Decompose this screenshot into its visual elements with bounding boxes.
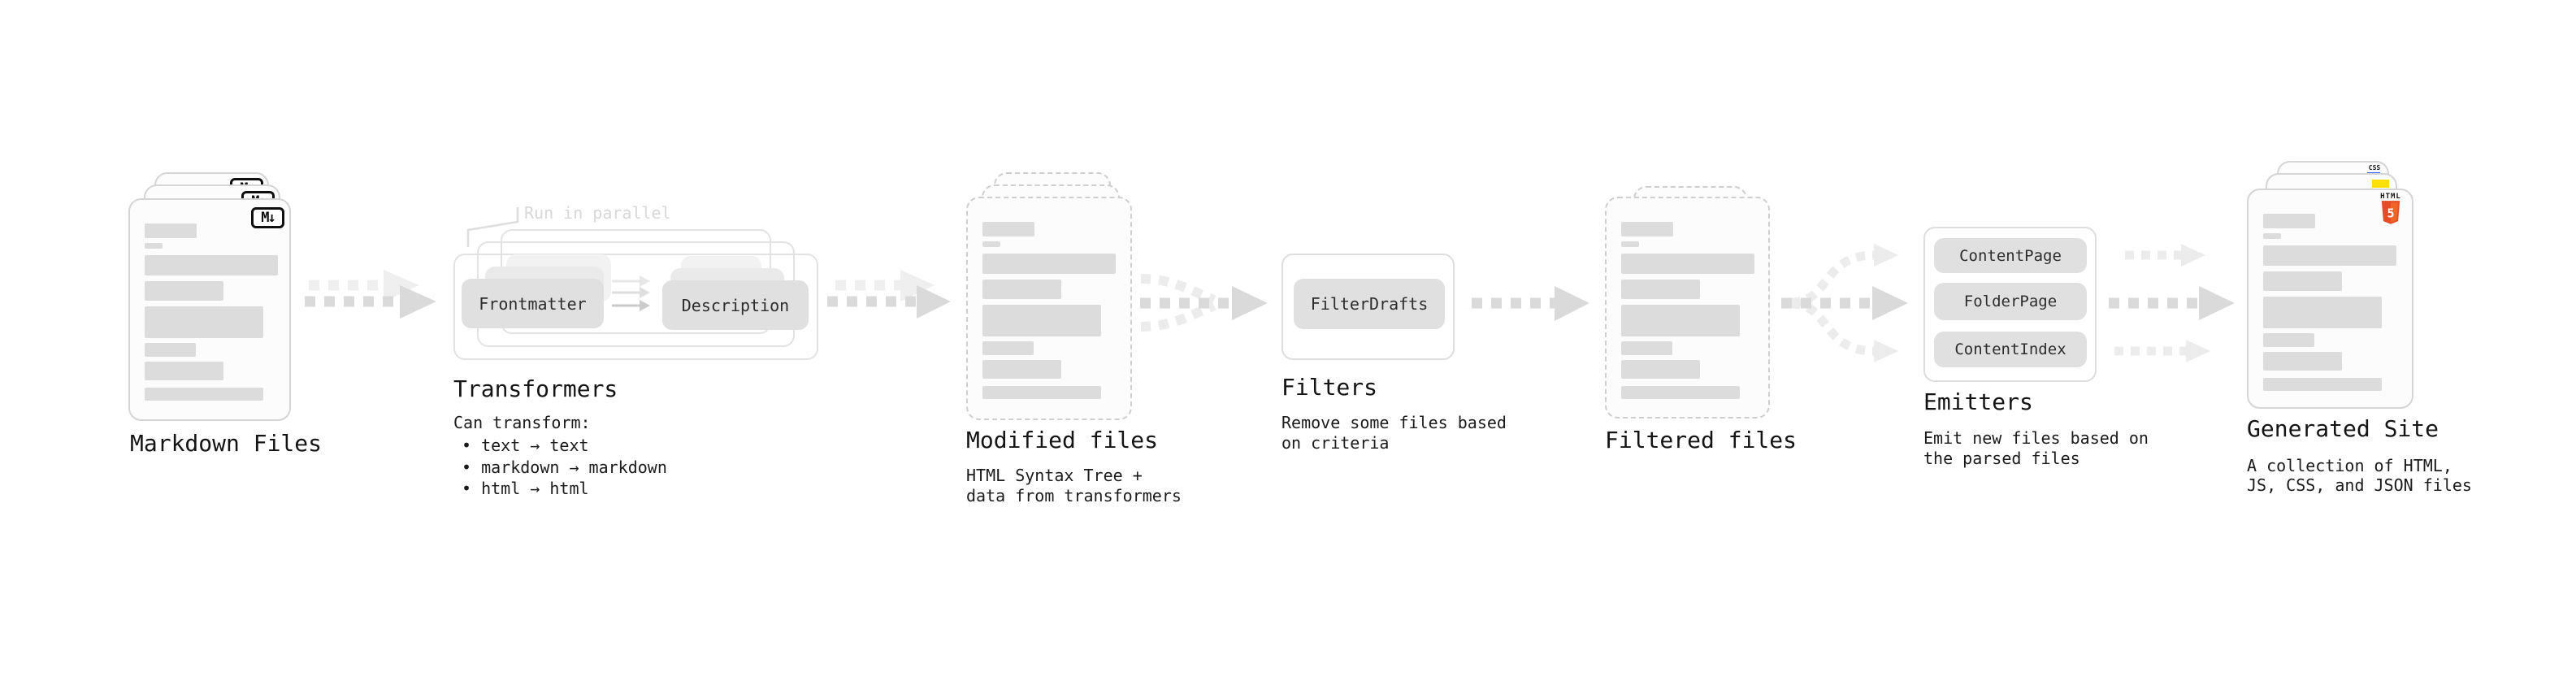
placeholder-bar (145, 388, 263, 401)
arrow-filtered-to-emitters (1781, 244, 1908, 362)
stage-label-generated-site: Generated Site (2247, 415, 2439, 442)
html5-shield: 5 (2381, 201, 2400, 224)
run-in-parallel-annotation: Run in parallel (524, 203, 671, 223)
transformers-description: Can transform: (453, 413, 591, 432)
placeholder-bar (1621, 280, 1700, 299)
placeholder-bar (2263, 214, 2315, 228)
placeholder-bar (2263, 378, 2382, 391)
arrow-filters-to-filtered (1472, 286, 1589, 321)
frontmatter-pill: Frontmatter (462, 279, 604, 328)
transformers-bullet: • text → text (462, 436, 589, 455)
contentpage-pill: ContentPage (1934, 238, 2087, 273)
generated-site-description: A collection of HTML, (2247, 456, 2452, 475)
arrow-modified-to-filters (1140, 274, 1268, 332)
css-icon-label: CSS (2368, 164, 2381, 171)
folderpage-pill: FolderPage (1934, 283, 2087, 320)
placeholder-bar (1621, 254, 1754, 274)
filters-description: Remove some files based (1281, 413, 1507, 432)
stage-label-modified-files: Modified files (966, 427, 1159, 453)
emitters-description: Emit new files based on (1923, 428, 2149, 448)
placeholder-bar (145, 343, 196, 357)
modified-file-card (966, 197, 1132, 420)
placeholder-bar (982, 341, 1034, 355)
placeholder-bar (1621, 241, 1639, 247)
document-skeleton (968, 198, 1130, 419)
stage-label-filters: Filters (1281, 374, 1378, 401)
placeholder-bar (2263, 297, 2382, 328)
document-skeleton (1607, 198, 1768, 417)
placeholder-bar (1621, 341, 1672, 355)
filterdrafts-pill: FilterDrafts (1294, 279, 1445, 329)
description-pill: Description (662, 280, 809, 330)
placeholder-bar (982, 280, 1061, 299)
placeholder-bar (145, 281, 223, 301)
modified-files-description: HTML Syntax Tree + (966, 466, 1143, 485)
arrow-markdown-to-transformers (305, 270, 436, 319)
emitters-description: the parsed files (1923, 449, 2080, 468)
placeholder-bar (145, 362, 223, 380)
placeholder-bar (982, 305, 1101, 336)
generated-file-card: HTML 5 (2247, 189, 2413, 409)
transformers-bullet: • markdown → markdown (462, 458, 667, 477)
markdown-icon: M↓ (251, 207, 284, 228)
arrow-transformers-to-modified (827, 270, 951, 319)
placeholder-bar (145, 306, 263, 338)
svg-text:5: 5 (2387, 206, 2394, 220)
arrow-emitters-to-generated (2109, 244, 2235, 362)
contentindex-pill: ContentIndex (1934, 332, 2087, 367)
stage-label-transformers: Transformers (453, 375, 618, 402)
stage-label-filtered-files: Filtered files (1605, 427, 1798, 453)
placeholder-bar (1621, 360, 1700, 379)
stage-label-markdown-files: Markdown Files (130, 430, 323, 457)
placeholder-bar (982, 386, 1101, 399)
placeholder-bar (145, 243, 163, 249)
filtered-file-card (1605, 197, 1770, 419)
generated-site-description: JS, CSS, and JSON files (2247, 475, 2472, 495)
modified-files-description: data from transformers (966, 486, 1182, 505)
placeholder-bar (2263, 233, 2281, 239)
placeholder-bar (145, 255, 278, 275)
html5-icon: HTML 5 (2379, 193, 2403, 225)
placeholder-bar (982, 254, 1116, 274)
markdown-file-card: M↓ (128, 198, 291, 421)
placeholder-bar (2263, 333, 2314, 347)
placeholder-bar (1621, 386, 1740, 399)
placeholder-bar (2263, 271, 2342, 291)
placeholder-bar (982, 360, 1061, 379)
document-skeleton (2249, 190, 2412, 407)
placeholder-bar (1621, 305, 1740, 336)
placeholder-bar (2263, 245, 2396, 266)
filters-description: on criteria (1281, 433, 1390, 453)
stage-label-emitters: Emitters (1923, 388, 2033, 415)
transformers-bullet: • html → html (462, 479, 589, 498)
placeholder-bar (2263, 352, 2342, 371)
js-icon (2372, 180, 2389, 188)
placeholder-bar (982, 222, 1034, 236)
html5-icon-label: HTML (2380, 193, 2401, 201)
transformer-card (453, 254, 818, 360)
placeholder-bar (982, 241, 1000, 247)
placeholder-bar (1621, 222, 1673, 236)
placeholder-bar (145, 223, 197, 238)
document-skeleton (130, 200, 289, 419)
